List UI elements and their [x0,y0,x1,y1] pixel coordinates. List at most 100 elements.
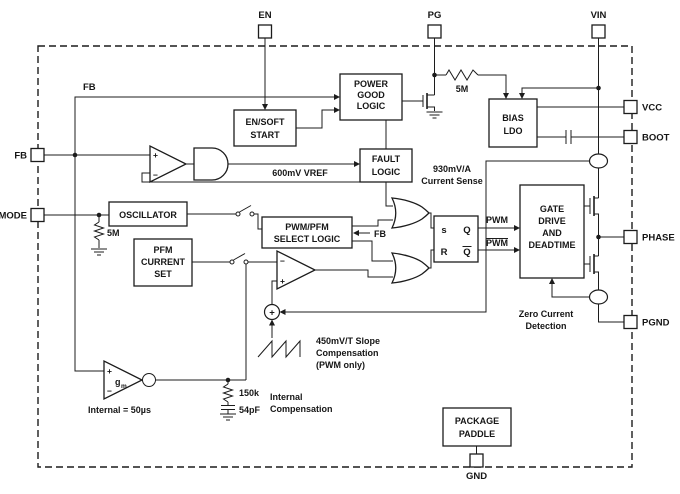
latch-s-label: s [441,225,446,236]
pin-mode: MODE [0,207,45,223]
pin-vin-label: VIN [591,10,607,21]
pin-fb: FB [14,147,45,163]
block-label: SELECT LOGIC [274,234,341,244]
gm-output-node [142,373,156,387]
pin-fb-label: FB [14,151,27,162]
arrow-and-fault [354,161,360,167]
wire-current-sense [285,160,590,313]
block-pwm-pfm-select-logic: PWM/PFM SELECT LOGIC [261,216,353,249]
internal-comp-label-2: Compensation [270,404,333,414]
minus-sign: − [280,256,285,266]
gm-subscript: m [121,383,127,390]
wire-enss-out [296,109,334,129]
plus-sign: + [107,366,112,376]
current-sense-oval [588,153,609,169]
block-label: GOOD [357,90,385,100]
block-label: SET [154,269,172,279]
sr-latch: s Q R Q [433,215,479,263]
zero-current-label-1: Zero Current [519,309,574,319]
block-label: POWER [354,79,389,89]
minus-sign: − [107,386,112,396]
block-label: AND [542,228,562,238]
pin-mode-label: MODE [0,211,27,222]
comparator-fb: + − [149,144,188,184]
block-power-good-logic: POWER GOOD LOGIC [339,73,403,121]
block-label: OSCILLATOR [119,210,177,220]
pwm-bar-text: PWM [486,238,508,248]
arrow-fb-select [353,230,359,236]
block-package-paddle: PACKAGE PADDLE [442,407,512,447]
resistor-5m-pullup [445,69,479,81]
arrow-saw [269,319,275,326]
block-label: LOGIC [372,167,401,177]
wire-zero-current [551,284,590,298]
wire-fb-to-gm [74,155,104,372]
wire-select-or2 [352,240,393,262]
arrow-pwm-bar [514,247,520,253]
arrow-sum [279,309,286,315]
pin-gnd-label: GND [466,471,487,482]
ground-symbol-pgfet [426,111,443,119]
summing-junction: + [263,303,281,321]
pwm-comparator: − + [276,249,317,291]
slope-comp-label-2: Compensation [316,348,379,358]
block-pfm-current-set: PFM CURRENT SET [133,238,193,287]
latch-q-label: Q [463,225,470,236]
and-gate [193,147,229,181]
resistor-150k [221,383,235,403]
internal-comp-label-1: Internal [270,392,303,402]
slope-comp-label-1: 450mV/T Slope [316,336,380,346]
pin-pg-label: PG [428,10,442,21]
fb-input-label: FB [374,229,386,239]
wiring [44,38,624,454]
wire-pgnd [598,304,624,323]
pin-gnd: GND [466,453,487,482]
plus-sign: + [153,150,158,160]
block-label: DRIVE [538,216,566,226]
block-label: DEADTIME [529,240,576,250]
arrow-enss-powergood [334,107,340,113]
pin-phase-label: PHASE [642,233,675,244]
sawtooth-icon [257,339,301,359]
ic-boundary [37,45,633,468]
current-sense-label-1: 930mV/A [433,164,472,174]
fb-net-label: FB [83,82,96,93]
gm-label: g [115,377,121,387]
block-label: PACKAGE [455,416,499,426]
wire-sum-to-comp2 [271,280,277,305]
block-label: BIAS [502,113,524,123]
block-label: GATE [540,204,564,214]
pin-phase: PHASE [623,229,675,245]
block-fault-logic: FAULT LOGIC [359,148,413,183]
or-gate-bottom [390,252,430,284]
zero-current-oval [588,289,609,305]
r-mode-label: 5M [107,228,120,238]
internal-time-label: Internal = 50µs [88,405,151,415]
r-comp-label: 150k [239,388,260,398]
block-label: LOGIC [357,101,386,111]
c-comp-label: 54pF [239,405,261,415]
block-oscillator: OSCILLATOR [108,201,188,227]
wire-comp2-out [315,269,393,278]
slope-comp-label-3: (PWM only) [316,360,365,370]
block-label: CURRENT [141,257,186,267]
wire-pgfet-source [427,106,435,111]
pin-en: EN [257,10,273,39]
block-en-soft-start: EN/SOFT START [233,109,297,147]
wire-select-or1 [352,219,393,227]
pwm-label: PWM [486,215,508,225]
pin-pgnd-label: PGND [642,318,670,329]
arrow-zero-current [549,278,555,284]
wire-fault-or [385,182,393,207]
wire-hs-source [594,213,599,237]
pwm-bar-label: PWM [486,238,508,248]
error-amp-gm: + − g m [103,359,156,401]
block-label: START [250,130,280,140]
pin-boot-label: BOOT [642,133,670,144]
arrow-pwm [514,225,520,231]
mosfet-pg [422,93,428,109]
zero-current-label-2: Detection [525,321,566,331]
wire-sw1-out [254,213,262,230]
block-bias-ldo: BIAS LDO [488,98,538,148]
wire-or1-s [429,212,434,229]
